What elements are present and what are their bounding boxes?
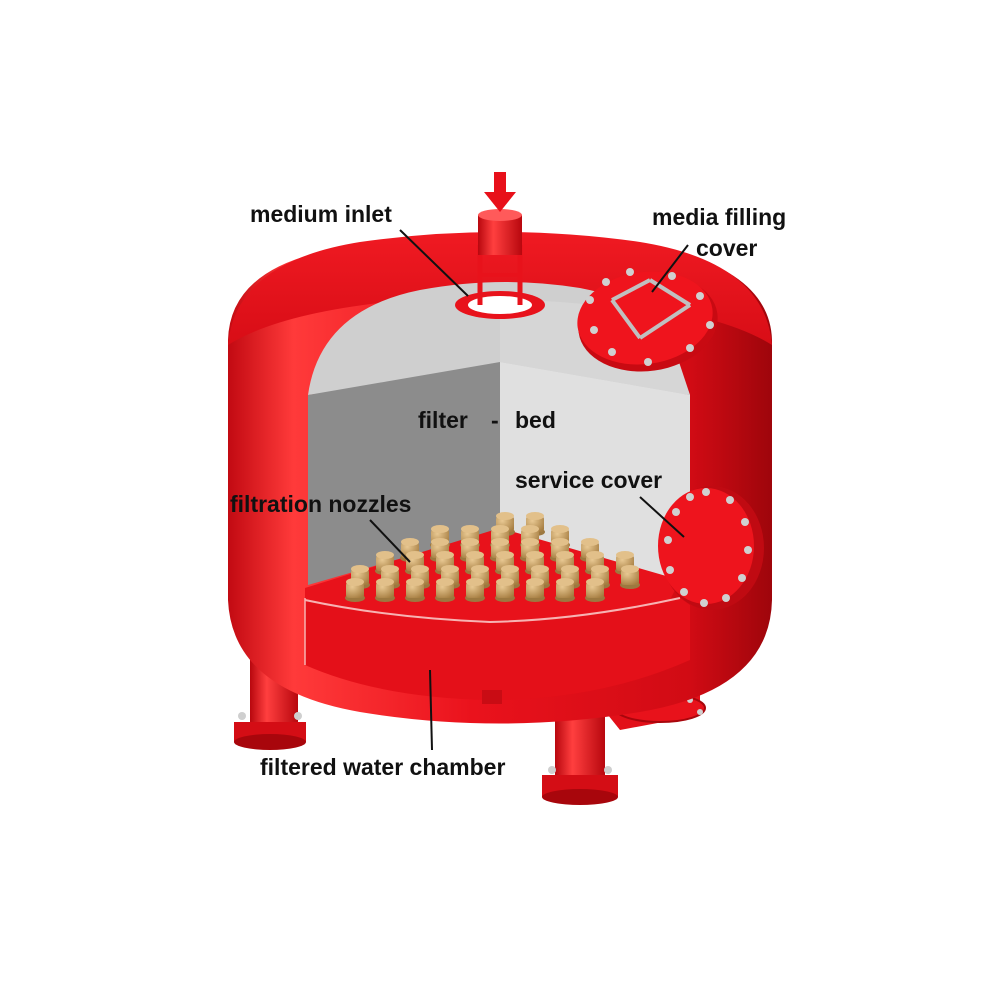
down-arrow-icon bbox=[484, 172, 516, 212]
filtration-nozzles-group bbox=[345, 512, 640, 602]
leader-filtration-nozzles bbox=[369, 519, 411, 563]
leader-lines bbox=[369, 229, 689, 751]
media-filling-cover bbox=[577, 268, 718, 372]
nozzle bbox=[585, 578, 605, 602]
nozzle bbox=[555, 578, 575, 602]
filtered-water-chamber bbox=[304, 597, 690, 704]
nozzle bbox=[495, 578, 515, 602]
label-filtered-water-chamber: filtered water chamber bbox=[260, 754, 505, 780]
nozzle bbox=[465, 578, 485, 602]
nozzle bbox=[345, 578, 365, 602]
nozzle bbox=[525, 578, 545, 602]
labels: medium inlet media filling cover filter … bbox=[230, 201, 786, 780]
leader-service-cover bbox=[639, 496, 685, 538]
medium-inlet-pipe bbox=[455, 209, 545, 319]
leader-medium-inlet bbox=[399, 229, 469, 297]
label-media-filling-line2: cover bbox=[696, 235, 757, 261]
nozzle bbox=[435, 578, 455, 602]
label-medium-inlet: medium inlet bbox=[250, 201, 392, 227]
nozzle bbox=[620, 565, 640, 589]
leader-media-filling bbox=[651, 244, 689, 293]
nozzle bbox=[375, 578, 395, 602]
label-filter-bed-word1: filter bbox=[418, 407, 468, 433]
label-service-cover: service cover bbox=[515, 467, 662, 493]
leader-filtered-water-chamber bbox=[429, 669, 433, 751]
label-filter-bed-word2: bed bbox=[515, 407, 556, 433]
label-media-filling-line1: media filling bbox=[652, 204, 786, 230]
service-cover bbox=[658, 486, 764, 610]
label-filtration-nozzles: filtration nozzles bbox=[230, 491, 411, 517]
label-filter-bed-dash: - bbox=[491, 407, 499, 433]
nozzle bbox=[405, 578, 425, 602]
